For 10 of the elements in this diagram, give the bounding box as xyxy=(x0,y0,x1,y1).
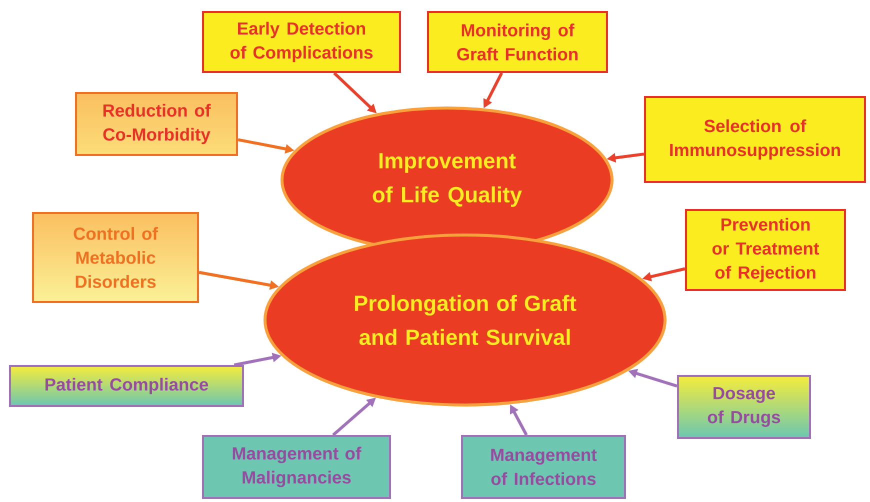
process-box: Patient Compliance xyxy=(9,365,244,407)
process-box: Early Detection of Complications xyxy=(202,11,401,73)
process-box: Selection of Immunosuppression xyxy=(644,96,866,183)
process-box: Prevention or Treatment of Rejection xyxy=(685,209,846,291)
process-box: Reduction of Co-Morbidity xyxy=(75,92,238,156)
process-box: Management of Malignancies xyxy=(202,435,391,499)
process-box: Management of Infections xyxy=(461,435,626,499)
process-box: Control of Metabolic Disorders xyxy=(32,212,199,303)
process-box: Monitoring of Graft Function xyxy=(427,11,608,73)
process-box: Dosage of Drugs xyxy=(677,375,811,439)
